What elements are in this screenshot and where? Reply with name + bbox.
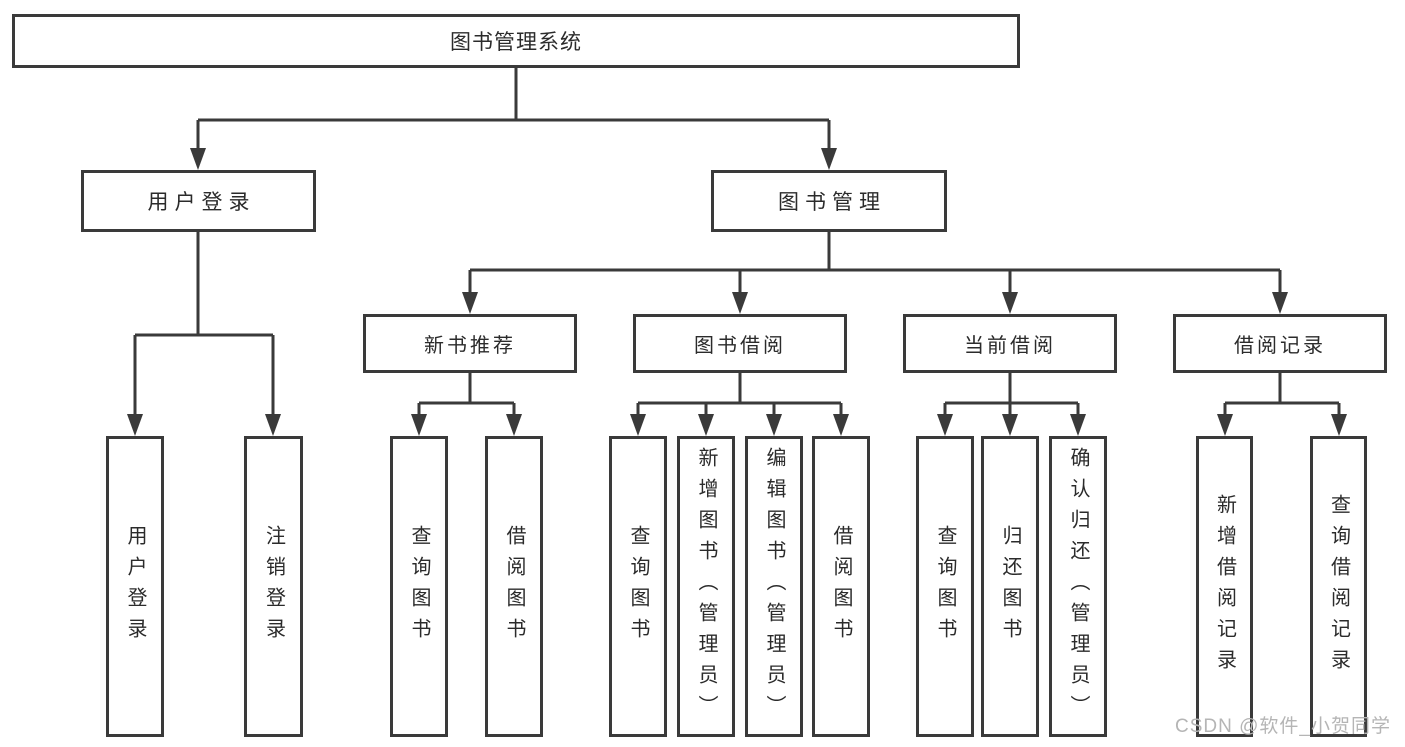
node-label: 新增借阅记录 bbox=[1213, 493, 1236, 680]
node-label: 借阅记录 bbox=[1234, 335, 1326, 357]
node-label: 编辑图书（管理员） bbox=[763, 447, 785, 726]
arrowheads bbox=[127, 148, 1347, 436]
node-book-management: 图书管理 bbox=[711, 170, 947, 232]
node-label: 图书借阅 bbox=[694, 335, 786, 357]
node-leaf-confirm-return-admin: 确认归还（管理员） bbox=[1049, 436, 1107, 737]
node-label: 查询图书 bbox=[408, 524, 430, 649]
node-label: 借阅图书 bbox=[830, 524, 852, 649]
node-label: 新增图书（管理员） bbox=[695, 447, 717, 726]
node-label: 用户登录 bbox=[124, 524, 146, 649]
node-leaf-user-login: 用户登录 bbox=[106, 436, 164, 737]
node-label: 确认归还（管理员） bbox=[1067, 447, 1089, 726]
node-leaf-borrow-books-2: 借阅图书 bbox=[812, 436, 870, 737]
node-leaf-edit-books-admin: 编辑图书（管理员） bbox=[745, 436, 803, 737]
node-leaf-add-borrow-record: 新增借阅记录 bbox=[1196, 436, 1253, 737]
node-label: 注销登录 bbox=[262, 524, 285, 649]
node-leaf-query-books-1: 查询图书 bbox=[390, 436, 448, 737]
node-leaf-query-borrow-record: 查询借阅记录 bbox=[1310, 436, 1367, 737]
node-label: 归还图书 bbox=[999, 524, 1021, 649]
node-leaf-add-books-admin: 新增图书（管理员） bbox=[677, 436, 735, 737]
node-current-borrowing: 当前借阅 bbox=[903, 314, 1117, 373]
node-system-root: 图书管理系统 bbox=[12, 14, 1020, 68]
node-label: 图书管理系统 bbox=[450, 31, 582, 54]
node-borrowing-records: 借阅记录 bbox=[1173, 314, 1387, 373]
node-label: 新书推荐 bbox=[424, 335, 516, 357]
node-leaf-logout: 注销登录 bbox=[244, 436, 303, 737]
node-book-borrowing: 图书借阅 bbox=[633, 314, 847, 373]
node-label: 查询图书 bbox=[627, 524, 649, 649]
node-leaf-return-books: 归还图书 bbox=[981, 436, 1039, 737]
node-label: 当前借阅 bbox=[964, 335, 1056, 357]
node-user-login: 用户登录 bbox=[81, 170, 316, 232]
node-new-book-recommend: 新书推荐 bbox=[363, 314, 577, 373]
node-label: 图书管理 bbox=[778, 191, 886, 214]
node-leaf-borrow-books-1: 借阅图书 bbox=[485, 436, 543, 737]
node-leaf-query-books-3: 查询图书 bbox=[916, 436, 974, 737]
node-label: 借阅图书 bbox=[503, 524, 525, 649]
node-label: 查询图书 bbox=[934, 524, 956, 649]
node-leaf-query-books-2: 查询图书 bbox=[609, 436, 667, 737]
node-label: 用户登录 bbox=[147, 191, 256, 214]
node-label: 查询借阅记录 bbox=[1327, 493, 1350, 680]
watermark: CSDN @软件_小贺同学 bbox=[1175, 716, 1391, 737]
